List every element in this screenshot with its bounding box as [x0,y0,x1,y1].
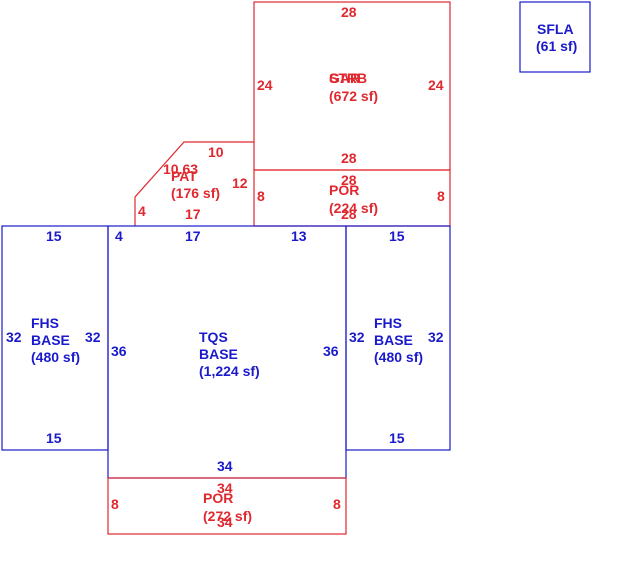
fhs-right-name-line1: FHS [374,315,402,331]
garage-outline [253,1,451,171]
main-base-dim-top-left: 4 [115,228,123,244]
patio-outline [134,141,254,226]
patio-dim-left: 4 [138,203,146,219]
porch-lower-area: (272 sf) [203,508,252,524]
patio-name: PAT [171,168,197,184]
porch-upper-dim-left: 8 [257,188,265,204]
main-base-dim-right: 36 [323,343,339,359]
garage-dim-top: 28 [341,4,357,20]
fhs-right-area: (480 sf) [374,349,423,365]
porch-upper-name: POR [329,182,359,198]
fhs-right-section: 15 32 32 FHS BASE (480 sf) 15 [345,225,451,451]
main-base-name-line2: BASE [199,346,238,362]
main-base-area: (1,224 sf) [199,363,260,379]
garage-dim-left: 24 [257,77,273,93]
garage-label-gar: GAR [329,70,360,86]
porch-lower-dim-bottom: 34 [217,514,233,530]
porch-upper-section: 28 8 8 POR (224 sf) 28 [253,169,451,227]
fhs-left-dim-left: 32 [6,329,22,345]
patio-section: 10 10.63 12 4 17 PAT (176 sf) [134,141,254,226]
fhs-right-dim-top: 15 [389,228,405,244]
porch-lower-outline [107,477,347,535]
fhs-right-outline [345,225,451,451]
porch-lower-dim-top: 34 [217,480,233,496]
porch-upper-dim-top: 28 [341,172,357,188]
patio-dim-right: 12 [232,175,248,191]
garage-section: 28 24 24 28 GAR STRB (672 sf) [253,1,451,171]
porch-upper-area: (224 sf) [329,200,378,216]
porch-lower-dim-right: 8 [333,496,341,512]
fhs-right-name-line2: BASE [374,332,413,348]
main-base-dim-top-mid: 17 [185,228,201,244]
porch-lower-section: 34 8 8 POR (272 sf) 34 [107,477,347,535]
main-base-dim-top-right: 13 [291,228,307,244]
main-base-name-line1: TQS [199,329,228,345]
garage-area: (672 sf) [329,88,378,104]
fhs-left-dim-top: 15 [46,228,62,244]
fhs-right-dim-bottom: 15 [389,430,405,446]
patio-dim-bottom: 17 [185,206,201,222]
porch-lower-name: POR [203,490,233,506]
main-base-section: 4 17 13 36 36 TQS BASE (1,224 sf) 34 [107,225,347,479]
main-base-dim-bottom: 34 [217,458,233,474]
fhs-left-dim-right: 32 [85,329,101,345]
patio-area: (176 sf) [171,185,220,201]
porch-upper-dim-bottom: 28 [341,206,357,222]
sfla-legend: SFLA (61 sf) [519,1,591,73]
patio-dim-top: 10 [208,144,224,160]
fhs-right-dim-right: 32 [428,329,444,345]
main-base-dim-left: 36 [111,343,127,359]
fhs-right-dim-left: 32 [349,329,365,345]
sfla-legend-box [519,1,591,73]
sfla-legend-name: SFLA [537,21,574,37]
porch-lower-dim-left: 8 [111,496,119,512]
patio-dim-diagonal: 10.63 [163,161,198,177]
fhs-left-dim-bottom: 15 [46,430,62,446]
garage-dim-bottom: 28 [341,150,357,166]
garage-dim-right: 24 [428,77,444,93]
sfla-legend-area: (61 sf) [536,38,577,54]
fhs-left-area: (480 sf) [31,349,80,365]
porch-upper-dim-right: 8 [437,188,445,204]
fhs-left-section: 15 32 32 FHS BASE (480 sf) 15 [1,225,109,451]
fhs-left-name-line2: BASE [31,332,70,348]
garage-label-strb: STRB [329,70,367,86]
fhs-left-name-line1: FHS [31,315,59,331]
